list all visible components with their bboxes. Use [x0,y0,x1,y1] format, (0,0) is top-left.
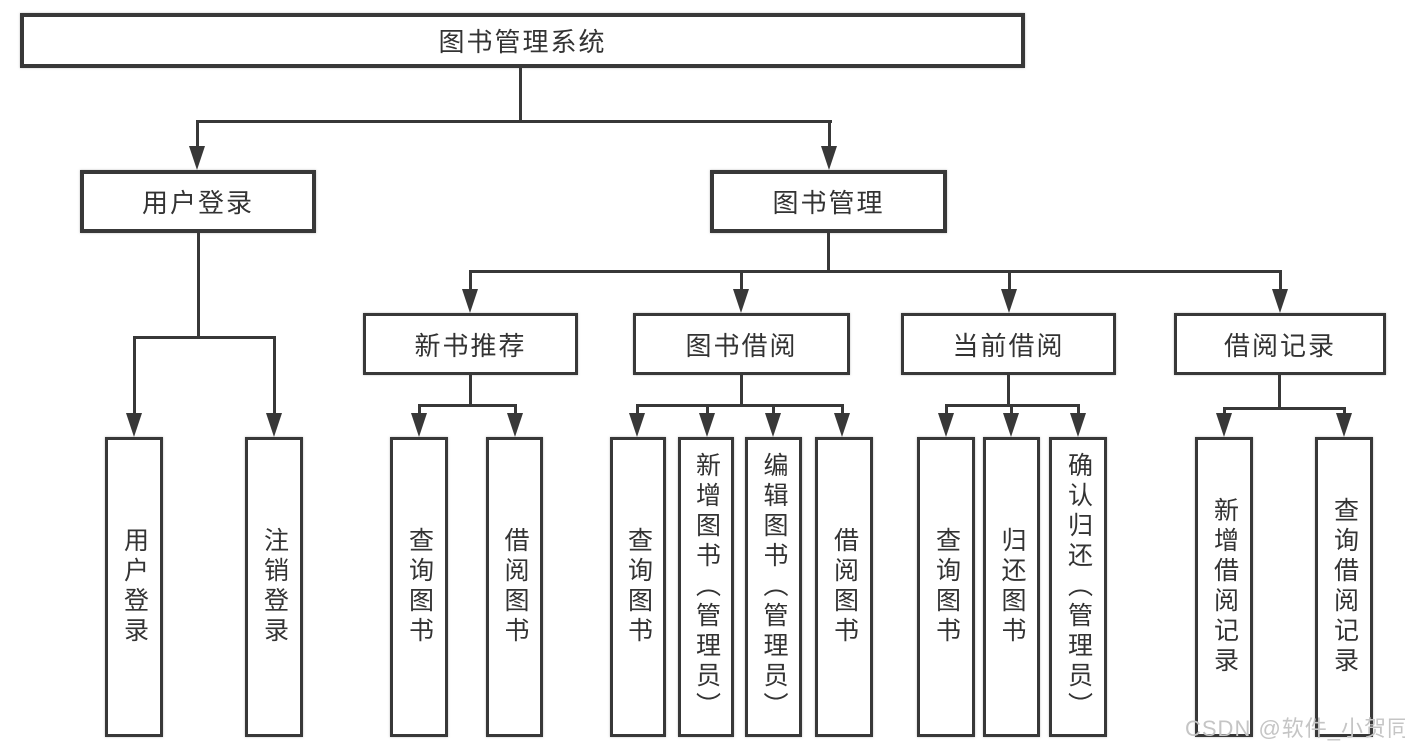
connector-line [1223,407,1226,416]
node-label: 图书管理系统 [438,27,607,57]
connector-line [469,270,1282,273]
node-library-system: 图书管理系统 [20,13,1025,68]
node-leaf-query-books-recommend: 查询图书 [390,437,448,737]
connector-line [772,404,775,416]
node-label: 查询图书 [405,527,434,647]
node-leaf-query-books-borrowing: 查询图书 [610,437,666,737]
connector-line [636,404,639,416]
node-label: 归还图书 [998,527,1026,647]
node-leaf-borrow-books-borrowing: 借阅图书 [815,437,873,737]
arrow-down-icon [462,289,478,313]
arrow-down-icon [765,413,781,437]
connector-line [1279,270,1282,291]
connector-line [636,404,843,407]
node-new-book-recommend: 新书推荐 [363,313,578,375]
node-book-management: 图书管理 [710,170,947,233]
connector-line [196,120,832,123]
arrow-down-icon [1003,413,1019,437]
connector-line [706,404,709,416]
arrow-down-icon [1216,413,1232,437]
node-leaf-query-borrow-record: 查询借阅记录 [1315,437,1373,737]
connector-line [418,404,421,416]
node-label: 查询图书 [624,527,653,647]
connector-line [1007,375,1010,407]
connector-line [133,336,275,339]
connector-line [469,375,472,407]
connector-line [273,336,276,416]
node-label: 新增借阅记录 [1210,497,1239,677]
arrow-down-icon [938,413,954,437]
arrow-down-icon [1272,289,1288,313]
connector-line [1343,407,1346,416]
connector-line [418,404,517,407]
node-label: 查询图书 [932,527,961,647]
arrow-down-icon [699,413,715,437]
connector-line [740,375,743,407]
connector-line [945,404,948,416]
node-borrow-records: 借阅记录 [1174,313,1386,375]
node-label: 当前借阅 [952,330,1065,361]
connector-line [841,404,844,416]
node-leaf-borrow-books-recommend: 借阅图书 [486,437,543,737]
node-current-borrowing: 当前借阅 [901,313,1116,375]
connector-line [740,270,743,291]
connector-line [133,336,136,416]
arrow-down-icon [821,146,837,170]
connector-line [469,270,472,291]
arrow-down-icon [189,146,205,170]
node-leaf-add-borrow-record: 新增借阅记录 [1195,437,1253,737]
node-label: 查询借阅记录 [1330,497,1359,677]
arrow-down-icon [1336,413,1352,437]
watermark: CSDN @软件_小贺同学 [1185,716,1405,741]
node-label: 用户登录 [120,527,149,647]
arrow-down-icon [126,413,142,437]
connector-line [196,120,199,148]
node-label: 借阅图书 [501,527,529,647]
node-label: 图书管理 [772,188,885,218]
node-book-borrowing: 图书借阅 [633,313,850,375]
arrow-down-icon [629,413,645,437]
node-label: 编辑图书（管理员） [760,452,788,722]
arrow-down-icon [1001,289,1017,313]
connector-line [519,68,522,123]
connector-line [1077,404,1080,416]
node-user-login: 用户登录 [80,170,316,233]
node-leaf-user-login: 用户登录 [105,437,163,737]
node-label: 新书推荐 [414,330,527,361]
connector-line [1223,407,1346,410]
connector-line [1008,270,1011,291]
arrow-down-icon [1070,413,1086,437]
node-label: 借阅记录 [1223,330,1336,361]
node-label: 确认归还（管理员） [1064,452,1093,722]
arrow-down-icon [411,413,427,437]
connector-line [827,233,830,273]
connector-line [1010,404,1013,416]
arrow-down-icon [266,413,282,437]
arrow-down-icon [507,413,523,437]
node-leaf-confirm-return-admin: 确认归还（管理员） [1049,437,1107,737]
node-leaf-edit-books-admin: 编辑图书（管理员） [745,437,802,737]
node-leaf-query-books-current: 查询图书 [917,437,975,737]
connector-line [1278,375,1281,410]
node-leaf-return-books: 归还图书 [983,437,1040,737]
node-label: 借阅图书 [830,527,859,647]
arrow-down-icon [834,413,850,437]
connector-line [197,233,200,339]
node-leaf-add-books-admin: 新增图书（管理员） [678,437,734,737]
arrow-down-icon [733,289,749,313]
node-label: 新增图书（管理员） [692,452,721,722]
node-label: 图书借阅 [685,330,798,361]
node-leaf-logout: 注销登录 [245,437,303,737]
node-label: 用户登录 [141,188,254,218]
connector-line [514,404,517,416]
connector-line [828,120,831,148]
node-label: 注销登录 [260,527,289,647]
